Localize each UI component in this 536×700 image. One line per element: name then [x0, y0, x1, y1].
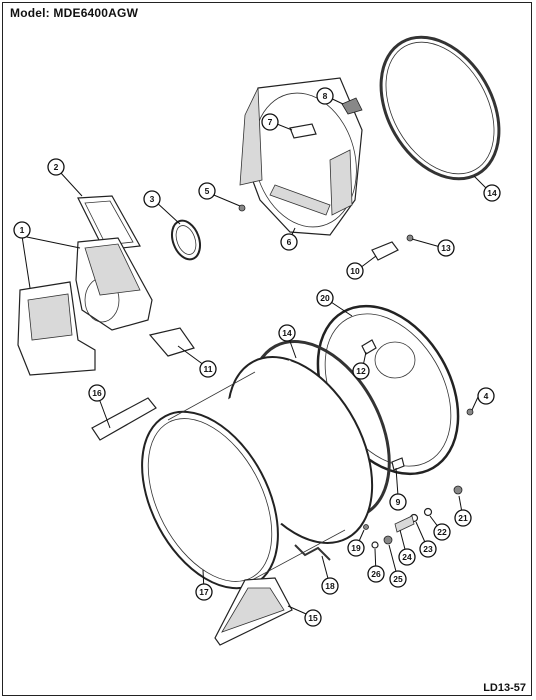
callout-5-number: 5 — [205, 186, 210, 196]
part-9-clip — [391, 457, 405, 471]
diagram-code: LD13-57 — [483, 682, 526, 694]
part-12-clip — [361, 339, 377, 355]
part-16-baffle — [91, 397, 157, 441]
callout-26-number: 26 — [371, 569, 381, 579]
callout-18: 18 — [321, 577, 339, 595]
callout-16: 16 — [88, 384, 106, 402]
part-front-seal-ring — [379, 35, 501, 181]
callout-23-number: 23 — [423, 544, 433, 554]
callout-18-number: 18 — [325, 581, 335, 591]
callout-6: 6 — [280, 233, 298, 251]
callout-3-number: 3 — [150, 194, 155, 204]
callout-15: 15 — [304, 609, 322, 627]
callout-17: 17 — [195, 583, 213, 601]
callout-24-number: 24 — [402, 552, 412, 562]
callout-21-number: 21 — [458, 513, 468, 523]
callout-25-number: 25 — [393, 574, 403, 584]
callout-22-number: 22 — [437, 527, 447, 537]
callout-9-number: 9 — [396, 497, 401, 507]
part-drum — [141, 356, 374, 590]
callout-12-number: 12 — [356, 366, 366, 376]
callout-14-middle-number: 14 — [282, 328, 292, 338]
callout-13: 13 — [437, 239, 455, 257]
callout-15-number: 15 — [308, 613, 318, 623]
callout-22: 22 — [433, 523, 451, 541]
part-4-screw — [466, 408, 474, 416]
part-21-bearing — [453, 485, 463, 495]
callout-14-top-number: 14 — [487, 188, 497, 198]
callout-19-number: 19 — [351, 543, 361, 553]
callout-20: 20 — [316, 289, 334, 307]
model-number: MDE6400AGW — [53, 6, 139, 20]
part-24-shaft — [394, 515, 415, 533]
callout-11-number: 11 — [204, 364, 213, 374]
model-label-prefix: Model: — [10, 6, 50, 20]
callout-2: 2 — [47, 158, 65, 176]
callout-3: 3 — [143, 190, 161, 208]
callout-5: 5 — [198, 182, 216, 200]
callout-6-number: 6 — [287, 237, 292, 247]
part-25-bearing — [383, 535, 393, 545]
callout-23: 23 — [419, 540, 437, 558]
callout-4: 4 — [477, 387, 495, 405]
callout-11: 11 — [199, 360, 217, 378]
callout-13-number: 13 — [441, 243, 451, 253]
part-air-duct-housing — [17, 237, 153, 376]
part-drum-belt — [294, 544, 331, 561]
callout-16-number: 16 — [92, 388, 102, 398]
part-19-screw — [363, 524, 369, 530]
callout-24: 24 — [398, 548, 416, 566]
part-22-washer — [423, 507, 433, 517]
part-5-screw — [238, 204, 246, 212]
callout-4-number: 4 — [484, 391, 489, 401]
callout-7: 7 — [261, 113, 279, 131]
part-11-bracket — [148, 327, 195, 357]
callout-9: 9 — [389, 493, 407, 511]
callout-7-number: 7 — [268, 117, 273, 127]
callout-20-number: 20 — [320, 293, 330, 303]
part-10-hinge — [371, 241, 399, 261]
part-26-ring — [371, 541, 379, 549]
callout-14-middle: 14 — [278, 324, 296, 342]
part-3-ring — [170, 219, 202, 261]
callout-26: 26 — [367, 565, 385, 583]
part-7-bracket — [289, 123, 317, 139]
callout-10: 10 — [346, 262, 364, 280]
part-15-cover — [214, 577, 293, 646]
part-13-screw — [406, 234, 414, 242]
callout-25: 25 — [389, 570, 407, 588]
callout-21: 21 — [454, 509, 472, 527]
callout-12: 12 — [352, 362, 370, 380]
callout-8-number: 8 — [323, 91, 328, 101]
callout-14-top: 14 — [483, 184, 501, 202]
part-8-bracket — [341, 97, 363, 115]
callout-8: 8 — [316, 87, 334, 105]
part-lint-filter-frame — [77, 195, 141, 251]
callout-19: 19 — [347, 539, 365, 557]
callout-1: 1 — [13, 221, 31, 239]
callout-10-number: 10 — [350, 266, 360, 276]
callout-1-number: 1 — [20, 225, 25, 235]
callout-2-number: 2 — [54, 162, 59, 172]
callout-17-number: 17 — [199, 587, 209, 597]
model-label: Model: MDE6400AGW — [10, 6, 138, 20]
